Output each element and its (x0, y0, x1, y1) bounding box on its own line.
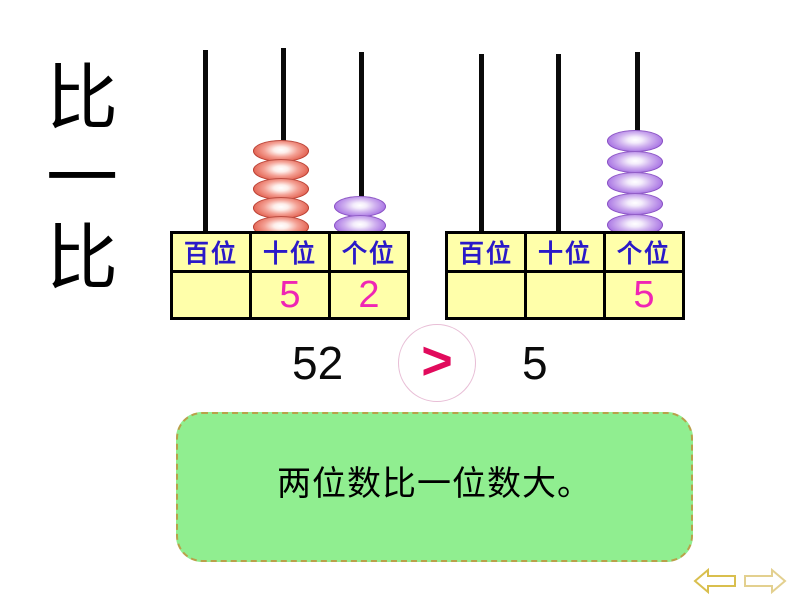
digit-cell-ones-right: 5 (603, 270, 685, 320)
header-cell-hundreds-left: 百位 (170, 231, 252, 273)
title-char-2: 一 (45, 136, 118, 220)
table-row-header-right: 百位 十位 个位 (445, 231, 685, 273)
abacus-left-bead-tens-1 (253, 140, 309, 162)
title-char-3: 比 (45, 216, 118, 300)
abacus-left-rod-hundreds (203, 50, 208, 234)
previous-slide-button[interactable] (693, 567, 737, 595)
arrow-right-icon (744, 567, 787, 595)
digit-cell-hundreds-left (170, 270, 252, 320)
abacus-left-bead-tens-2 (253, 159, 309, 181)
abacus-left-rod-ones (359, 52, 364, 234)
place-value-table-right: 百位 十位 个位 5 (445, 231, 685, 320)
abacus-right-bead-ones-4 (607, 193, 663, 215)
header-cell-tens-left: 十位 (249, 231, 331, 273)
abacus-right-bead-ones-3 (607, 172, 663, 194)
abacus-right-bead-ones-1 (607, 130, 663, 152)
comparison-operator-circle: > (398, 324, 476, 402)
table-row-header-left: 百位 十位 个位 (170, 231, 410, 273)
conclusion-text: 两位数比一位数大。 (277, 464, 592, 504)
page-title: 比 一 比 (28, 62, 136, 294)
next-slide-button[interactable] (743, 567, 787, 595)
digit-cell-hundreds-right (445, 270, 527, 320)
title-char-1: 比 (45, 56, 118, 140)
abacus-left (170, 48, 410, 238)
abacus-right-bead-ones-2 (607, 151, 663, 173)
comparison-left-number: 52 (292, 337, 344, 389)
abacus-left-bead-tens-3 (253, 178, 309, 200)
comparison-operator: > (421, 331, 453, 391)
table-row-digits-right: 5 (445, 270, 685, 320)
header-cell-tens-right: 十位 (524, 231, 606, 273)
abacus-left-bead-ones-1 (334, 196, 386, 217)
digit-cell-tens-left: 5 (249, 270, 331, 320)
digit-cell-ones-left: 2 (328, 270, 410, 320)
digit-cell-tens-right (524, 270, 606, 320)
comparison-right-number: 5 (522, 337, 548, 389)
conclusion-box: 两位数比一位数大。 (176, 412, 693, 562)
abacus-right-rod-tens (556, 54, 561, 234)
arrow-left-icon (693, 567, 736, 595)
navigation-bar (693, 567, 789, 595)
abacus-right (448, 52, 688, 236)
abacus-right-bead-ones-5 (607, 214, 663, 236)
abacus-left-bead-tens-4 (253, 197, 309, 219)
abacus-left-bead-ones-2 (334, 215, 386, 236)
header-cell-ones-right: 个位 (603, 231, 685, 273)
abacus-right-rod-hundreds (479, 54, 484, 234)
header-cell-ones-left: 个位 (328, 231, 410, 273)
table-row-digits-left: 5 2 (170, 270, 410, 320)
place-value-table-left: 百位 十位 个位 5 2 (170, 231, 410, 320)
header-cell-hundreds-right: 百位 (445, 231, 527, 273)
